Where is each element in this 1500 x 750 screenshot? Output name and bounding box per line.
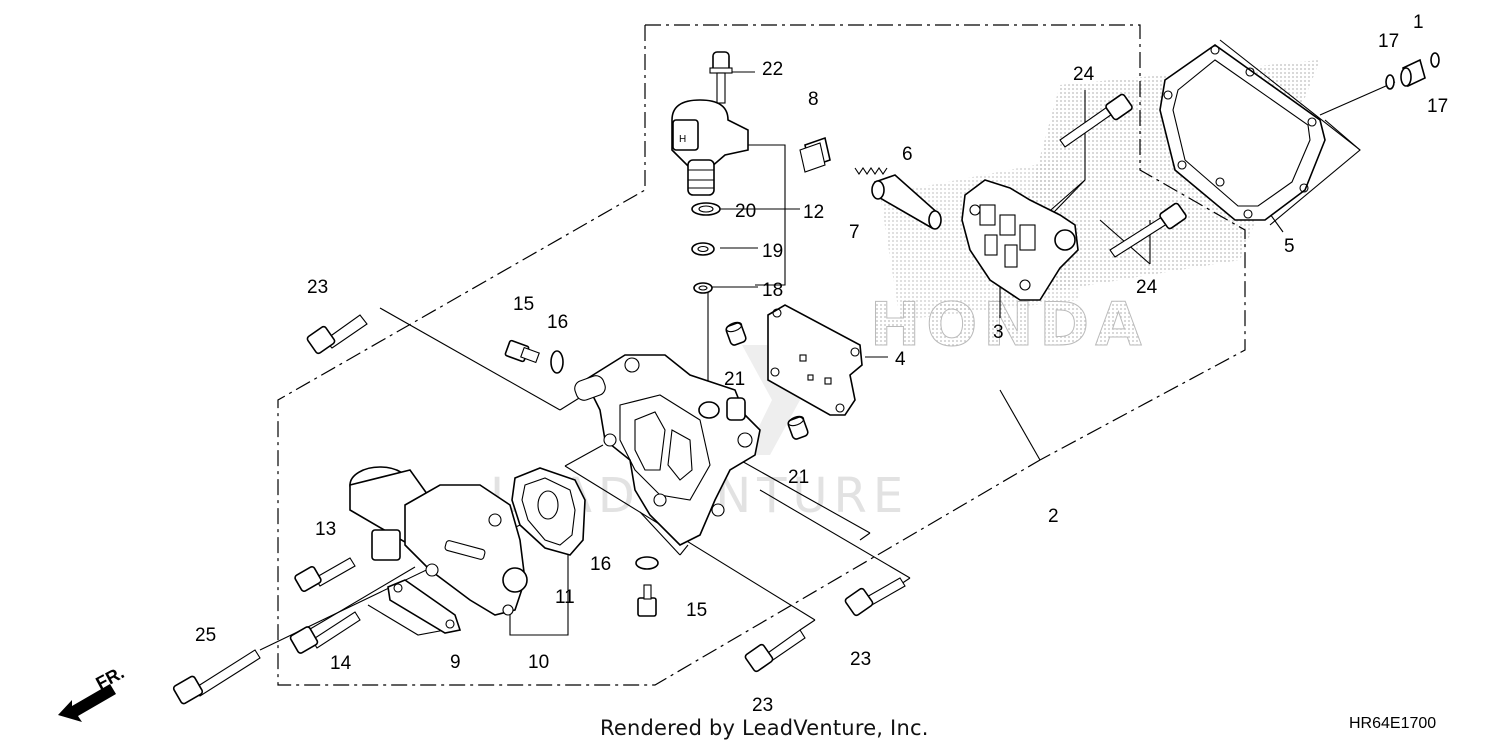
footer-credit: Rendered by LeadVenture, Inc.	[600, 716, 929, 740]
assembly-boundary-left	[277, 25, 1041, 686]
label-16-lower: 16	[590, 554, 611, 575]
o-ring-18	[693, 282, 713, 294]
label-23-lower-middle: 23	[752, 695, 773, 716]
label-9: 9	[450, 652, 461, 673]
label-5: 5	[1284, 236, 1295, 257]
label-10: 10	[528, 652, 549, 673]
bolt-15-lower	[637, 584, 657, 617]
separator-plate-4	[767, 304, 863, 416]
label-14: 14	[330, 653, 352, 674]
bolt-13	[294, 557, 356, 592]
bolt-23-lower-right	[844, 577, 906, 617]
label-19: 19	[762, 241, 783, 262]
label-20: 20	[735, 201, 756, 222]
label-2: 2	[1048, 506, 1059, 527]
label-7: 7	[849, 222, 860, 243]
bolt-24-upper	[1059, 93, 1133, 148]
svg-text:H: H	[679, 134, 686, 145]
valve-spool-6	[871, 174, 942, 230]
plug-1	[1400, 58, 1426, 88]
label-23-lower-right: 23	[850, 649, 871, 670]
diagram-code: HR64E1700	[1349, 715, 1437, 732]
o-ring-20	[691, 202, 721, 216]
washer-17-left	[1385, 74, 1395, 90]
label-3: 3	[993, 322, 1004, 343]
gasket-11	[511, 467, 586, 556]
label-17-left: 17	[1378, 31, 1399, 52]
washer-17-right	[1430, 52, 1440, 68]
label-21-lower: 21	[788, 467, 809, 488]
bolt-14	[289, 611, 361, 654]
front-marker-label: FR.	[92, 662, 127, 693]
bolt-23-upper-left	[306, 314, 368, 355]
label-11: 11	[555, 587, 575, 608]
assembly-boundary-upper	[645, 24, 1246, 461]
front-direction-arrow-icon: FR.	[58, 662, 127, 722]
label-25: 25	[195, 625, 216, 646]
washer-16-lower	[635, 556, 659, 570]
honda-watermark-text: HONDA	[870, 290, 1148, 360]
label-24-upper: 24	[1073, 64, 1095, 85]
label-18: 18	[762, 280, 783, 301]
label-24-lower: 24	[1136, 277, 1158, 298]
shift-solenoid-12: H	[671, 99, 749, 196]
label-15-lower: 15	[686, 600, 707, 621]
valve-body-3	[961, 179, 1079, 301]
bolt-15-upper	[504, 339, 540, 364]
label-13: 13	[315, 519, 336, 540]
part-labels: 1 2 3 4 5 6 7 8 9 10 11 12 13 14 15 15 1…	[195, 12, 1448, 716]
washer-16-upper	[550, 350, 564, 374]
dowel-pin-21-upper	[725, 321, 747, 346]
label-21-upper: 21	[724, 369, 745, 390]
bolt-25	[172, 649, 261, 705]
bolt-23-lower-middle	[744, 629, 806, 673]
valve-body-2	[574, 354, 761, 546]
label-17-right: 17	[1427, 96, 1448, 117]
bolt-24-lower	[1109, 202, 1187, 258]
gasket-5	[1159, 44, 1326, 221]
label-15-upper: 15	[513, 294, 534, 315]
plate-8	[799, 136, 831, 173]
label-4: 4	[895, 349, 906, 370]
label-1: 1	[1413, 12, 1424, 33]
bracket-9	[387, 579, 462, 634]
spring-7	[854, 167, 888, 175]
label-22: 22	[762, 59, 783, 80]
label-16-upper: 16	[547, 312, 568, 333]
label-23-upper-left: 23	[307, 277, 328, 298]
o-ring-19	[691, 242, 715, 256]
label-6: 6	[902, 144, 913, 165]
linear-solenoid-10	[349, 466, 528, 616]
label-8: 8	[808, 89, 819, 110]
bolt-22	[709, 51, 733, 104]
label-12: 12	[803, 202, 824, 223]
dowel-pin-21-lower	[787, 415, 809, 440]
